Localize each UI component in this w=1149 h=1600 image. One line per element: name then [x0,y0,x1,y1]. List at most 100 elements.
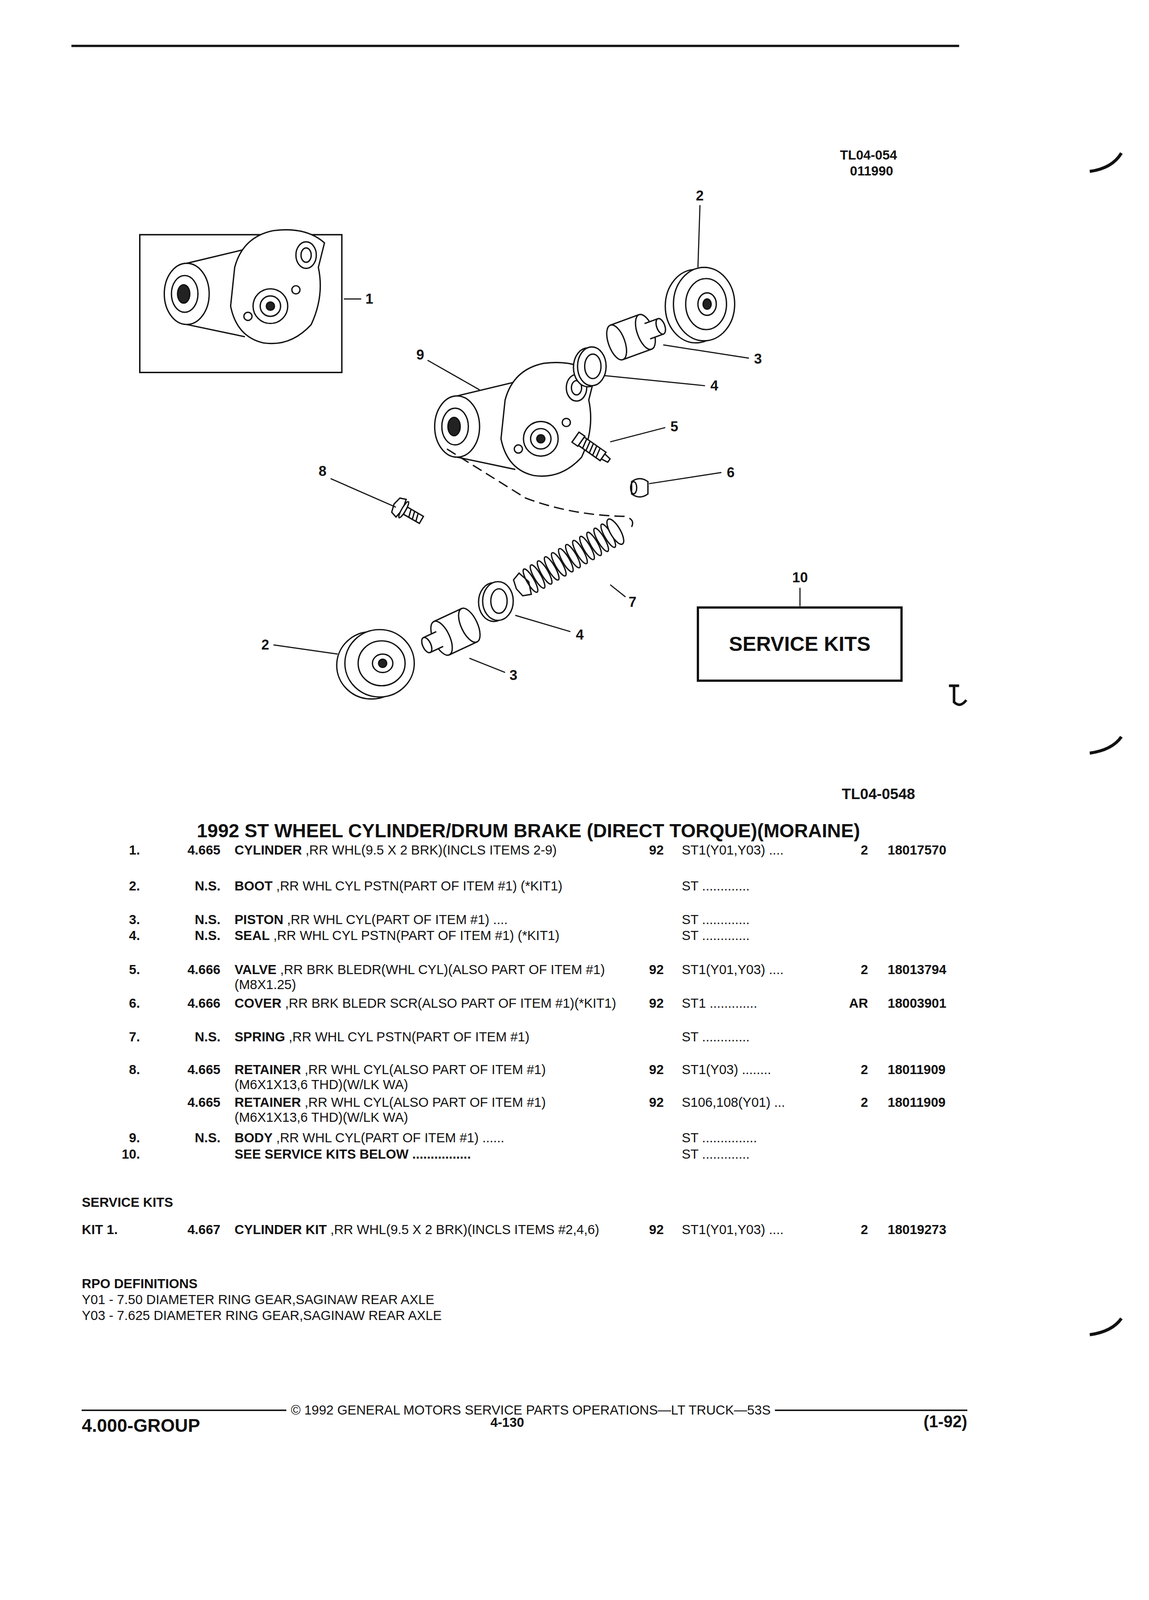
part-description: COVER ,RR BRK BLEDR SCR(ALSO PART OF ITE… [234,995,618,1011]
piston [415,604,485,664]
revision-date: (1-92) [923,1412,968,1431]
part-description: RETAINER ,RR WHL CYL(ALSO PART OF ITEM #… [234,1094,618,1126]
spring [509,516,627,602]
quantity: 2 [860,1222,869,1238]
model-code: ST ............. [681,1146,750,1162]
group-number: N.S. [194,912,221,928]
item-number: 2. [129,878,140,894]
section-heading: RPO DEFINITIONS [81,1276,198,1292]
box-label: SERVICE KITS [729,632,871,656]
model-code: ST1(Y01,Y03) .... [681,962,784,978]
callout-number: 3 [509,667,518,684]
group-number: 4.666 [187,962,221,978]
part-description: BODY ,RR WHL CYL(PART OF ITEM #1) ...... [234,1130,618,1146]
callout-number: 10 [792,569,808,586]
part-description: SEAL ,RR WHL CYL PSTN(PART OF ITEM #1) (… [234,928,618,944]
model-year: 92 [649,1222,664,1238]
service-kits-box: SERVICE KITS [696,606,903,682]
group-number: N.S. [194,928,221,944]
drawing-code: TL04-0548 [841,785,915,803]
callout-number: 5 [670,418,679,435]
model-year: 92 [649,995,664,1011]
callout-number: 9 [416,346,425,364]
model-code: ST ............... [681,1130,757,1146]
quantity: 2 [860,1062,869,1078]
item-number: 10. [121,1146,140,1162]
wheel-cylinder-assembly [164,229,325,344]
group-number: 4.000-GROUP [81,1414,200,1436]
model-code: ST ............. [681,912,750,928]
seal [478,581,514,622]
model-code: S106,108(Y01) ... [681,1094,785,1110]
quantity: 2 [860,962,869,978]
group-number: 4.665 [187,1062,221,1078]
group-number: N.S. [194,878,221,894]
model-code: ST ............. [681,928,750,944]
part-description: SPRING ,RR WHL CYL PSTN(PART OF ITEM #1) [234,1029,618,1045]
page-title: 1992 ST WHEEL CYLINDER/DRUM BRAKE (DIREC… [196,819,860,842]
quantity: 2 [860,1094,869,1110]
boot [665,267,735,343]
page-symbol [949,685,967,705]
group-number: N.S. [194,1130,221,1146]
model-year: 92 [649,1062,664,1078]
group-number: 4.666 [187,995,221,1011]
group-number: N.S. [194,1029,221,1045]
model-code: ST1(Y03) ........ [681,1062,772,1078]
seal [573,346,607,387]
item-number: 3. [129,912,140,928]
group-number: 4.667 [187,1222,221,1238]
item-number: 5. [129,962,140,978]
model-code: ST ............. [681,878,750,894]
model-code: ST1(Y01,Y03) .... [681,842,784,858]
part-number: 18017570 [887,842,947,858]
bleeder-cover [630,478,648,497]
item-number: 6. [129,995,140,1011]
part-number: 18003901 [887,995,947,1011]
callout-number: 1 [365,290,374,308]
model-year: 92 [649,842,664,858]
leader-lines [273,204,800,673]
callout-number: 7 [628,594,637,611]
part-description: VALVE ,RR BRK BLEDR(WHL CYL)(ALSO PART O… [234,962,618,993]
rpo-definition: Y03 - 7.625 DIAMETER RING GEAR,SAGINAW R… [81,1308,442,1324]
part-number: 18013794 [887,962,947,978]
piston [602,307,671,363]
item-number: 4. [129,928,140,944]
part-number: 18011909 [887,1062,946,1078]
item-number: 7. [129,1029,140,1045]
callout-number: 8 [318,463,327,480]
top-rule [71,44,960,48]
part-description: RETAINER ,RR WHL CYL(ALSO PART OF ITEM #… [234,1062,618,1093]
binder-marks [1089,153,1122,1335]
part-number: 18011909 [887,1094,946,1110]
drawing-code: TL04-054 [839,147,898,163]
callout-number: 3 [754,350,762,368]
callout-number: 4 [575,626,584,644]
boot [336,629,415,700]
part-number: 18019273 [887,1222,947,1238]
exploded-view [71,45,1122,1411]
model-year: 92 [649,1094,664,1110]
part-description: SEE SERVICE KITS BELOW ................ [234,1146,618,1162]
kit-number: KIT 1. [81,1222,118,1238]
bleeder-valve [571,432,613,466]
quantity: AR [849,995,869,1011]
callout-number: 4 [710,377,719,395]
item-number: 8. [129,1062,140,1078]
callout-number: 6 [726,464,735,481]
quantity: 2 [860,842,869,858]
model-code: ST ............. [681,1029,750,1045]
retainer-bolt [389,495,427,530]
copyright-line: © 1992 GENERAL MOTORS SERVICE PARTS OPER… [286,1402,775,1418]
group-number: 4.665 [187,1094,221,1110]
callout-number: 2 [261,636,270,654]
part-description: PISTON ,RR WHL CYL(PART OF ITEM #1) .... [234,912,618,928]
callout-number: 2 [695,187,704,205]
page-number: 4-130 [490,1414,525,1430]
rpo-definition: Y01 - 7.50 DIAMETER RING GEAR,SAGINAW RE… [81,1292,435,1308]
part-description: CYLINDER KIT ,RR WHL(9.5 X 2 BRK)(INCLS … [234,1222,618,1238]
